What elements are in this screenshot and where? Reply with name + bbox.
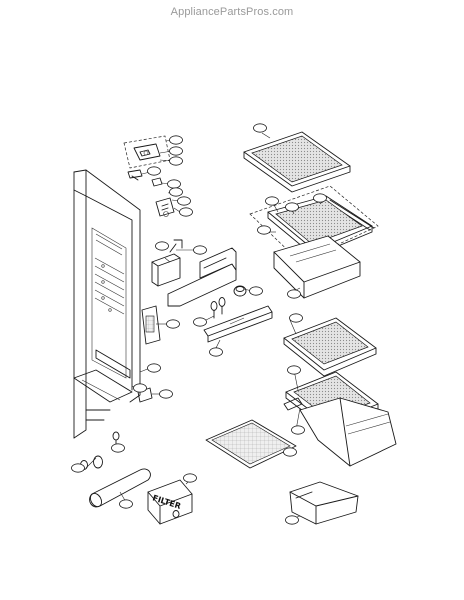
part-callout <box>155 241 169 251</box>
callout-bubble <box>169 156 183 166</box>
part-callout <box>166 319 180 329</box>
part-callout <box>265 196 279 206</box>
leader-lines <box>85 132 323 521</box>
callout-bubble <box>71 463 85 473</box>
part-callout <box>169 146 183 156</box>
part-callout <box>193 245 207 255</box>
refrigerator-cabinet <box>73 169 141 439</box>
part-callout <box>257 225 271 235</box>
water-filter-assembly: FILTER <box>73 431 193 525</box>
top-glass-shelf <box>243 131 351 193</box>
callout-bubble <box>257 225 271 235</box>
callout-bubble <box>193 245 207 255</box>
callout-bubble <box>169 146 183 156</box>
part-callout <box>147 166 161 176</box>
callout-bubble <box>285 202 299 212</box>
callout-bubble <box>159 389 173 399</box>
door-shelf-ribs <box>94 257 125 315</box>
part-callout <box>287 365 301 375</box>
part-callout <box>179 207 193 217</box>
callout-bubble <box>183 473 197 483</box>
callout-bubble <box>155 241 169 251</box>
callout-bubble <box>209 347 223 357</box>
part-callout <box>193 317 207 327</box>
watermark: AppliancePartsPros.com <box>170 6 294 18</box>
callout-bubble <box>167 179 181 189</box>
callout-bubble <box>265 196 279 206</box>
part-callout <box>253 123 267 133</box>
part-callout <box>291 425 305 435</box>
part-callout <box>285 515 299 525</box>
callout-bubble <box>313 193 327 203</box>
callout-group <box>71 123 327 525</box>
callout-bubble <box>147 363 161 373</box>
part-callout <box>169 156 183 166</box>
callout-bubble <box>289 313 303 323</box>
sensor-parts <box>203 285 273 343</box>
callout-bubble <box>166 319 180 329</box>
callout-bubble <box>169 187 183 197</box>
part-callout <box>313 193 327 203</box>
part-callout <box>119 499 133 509</box>
callout-bubble <box>133 383 147 393</box>
callout-bubble <box>253 123 267 133</box>
part-callout <box>289 313 303 323</box>
callout-bubble <box>169 135 183 145</box>
part-callout <box>285 202 299 212</box>
callout-bubble <box>291 425 305 435</box>
callout-bubble <box>283 447 297 457</box>
callout-bubble <box>287 289 301 299</box>
part-callout <box>159 389 173 399</box>
dispenser-motor-bracket <box>151 239 237 307</box>
part-callout <box>209 347 223 357</box>
part-callout <box>169 135 183 145</box>
part-callout <box>167 179 181 189</box>
part-callout <box>287 289 301 299</box>
part-callout <box>249 286 263 296</box>
middle-glass-shelf <box>283 317 377 377</box>
callout-bubble <box>287 365 301 375</box>
callout-bubble <box>285 515 299 525</box>
door-bin <box>289 481 359 525</box>
part-callout <box>147 363 161 373</box>
part-callout <box>169 187 183 197</box>
callout-bubble <box>119 499 133 509</box>
part-callout <box>133 383 147 393</box>
dispenser-switch-panel <box>137 305 161 403</box>
part-callout <box>71 463 85 473</box>
callout-bubble <box>111 443 125 453</box>
lower-shelf-crisper <box>283 371 397 467</box>
callout-bubble <box>177 196 191 206</box>
callout-bubble <box>179 207 193 217</box>
control-housing-assembly <box>123 135 175 217</box>
part-callout <box>111 443 125 453</box>
callout-bubble <box>249 286 263 296</box>
part-callout <box>183 473 197 483</box>
part-callout <box>283 447 297 457</box>
callout-bubble <box>147 166 161 176</box>
part-callout <box>177 196 191 206</box>
callout-bubble <box>193 317 207 327</box>
crisper-cover-panel <box>205 419 297 469</box>
